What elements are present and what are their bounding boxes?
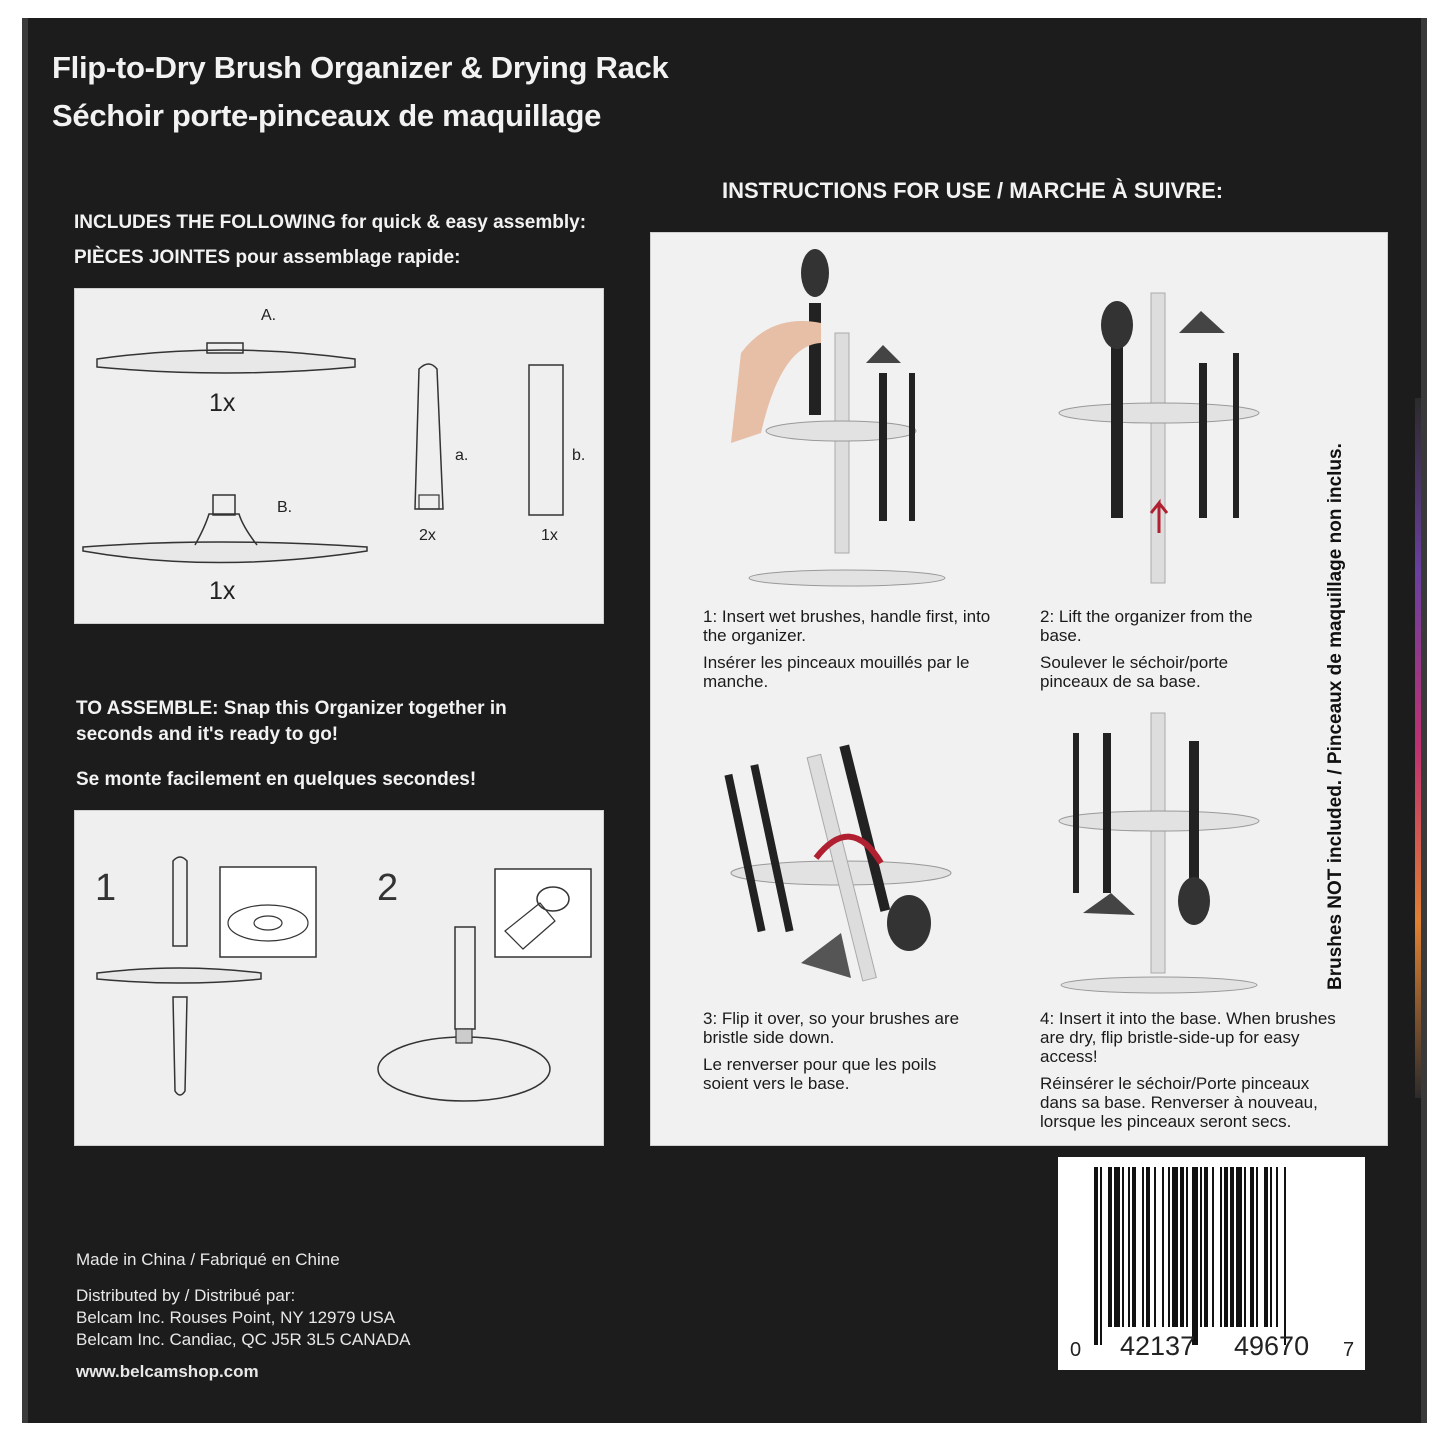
barcode-bar [1200,1167,1202,1327]
step-1-text-fr: Insérer les pinceaux mouillés par le man… [703,653,970,691]
part-b-small-qty: 1x [541,527,558,544]
parts-panel: A. 1x B. 1x a. 2x b. 1x [74,288,604,624]
step-3-text-fr: Le renverser pour que les poils soient v… [703,1055,937,1093]
barcode-bar [1168,1167,1170,1327]
barcode-bar [1256,1167,1258,1327]
assemble-step-2-number: 2 [377,867,399,909]
step-3-caption: 3: Flip it over, so your brushes are bri… [703,1009,973,1093]
barcode-bar [1236,1167,1242,1327]
step-4-caption: 4: Insert it into the base. When brushes… [1040,1009,1345,1131]
barcode-bar [1172,1167,1178,1327]
distributed-by-text: Distributed by / Distribué par: [76,1286,296,1305]
step-2-text-en: 2: Lift the organizer from the base. [1040,607,1253,645]
title-english: Flip-to-Dry Brush Organizer & Drying Rac… [52,50,669,85]
instructions-heading: INSTRUCTIONS FOR USE / MARCHE À SUIVRE: [722,178,1224,203]
assemble-rest: Snap this Organizer together in seconds … [76,698,507,745]
barcode-bar [1212,1167,1214,1327]
part-a-small-letter: a. [455,447,469,464]
includes-bold-en: INCLUDES THE FOLLOWING [74,212,336,233]
step-2-caption: 2: Lift the organizer from the base. Sou… [1040,607,1280,691]
title-french: Séchoir porte-pinceaux de maquillage [52,98,602,133]
instructions-illustrations [724,249,1260,994]
part-b-letter: B. [277,499,293,516]
assemble-step-1-number: 1 [95,867,117,909]
barcode-bar [1204,1167,1208,1327]
assemble-panel: 1 2 [74,810,604,1146]
website-text: www.belcamshop.com [76,1362,259,1381]
barcode-bar [1224,1167,1228,1327]
includes-bold-fr: PIÈCES JOINTES [74,247,231,268]
part-a-qty: 1x [209,389,236,417]
barcode-bar [1230,1167,1234,1327]
part-a-letter: A. [261,307,277,324]
step-1-text-en: 1: Insert wet brushes, handle first, int… [703,607,991,645]
barcode-bar [1094,1167,1098,1345]
post-shape [414,363,444,510]
barcode-bar [1142,1167,1144,1327]
base-plate-shape [82,541,368,564]
barcode-bar [1250,1167,1254,1327]
barcode-left-group: 42137 [1120,1331,1196,1361]
barcode: 0 42137 49670 7 [1058,1157,1365,1370]
barcode-bar [1264,1167,1268,1327]
assemble-text-fr: Se monte facilement en quelques secondes… [76,769,477,790]
stem-shape [528,364,564,516]
instructions-panel: 1: Insert wet brushes, handle first, int… [650,232,1388,1146]
parts-diagram [82,342,564,564]
barcode-bar [1220,1167,1222,1327]
includes-rest-en: for quick & easy assembly: [335,212,587,233]
barcode-bar [1100,1167,1102,1345]
assemble-text-en: TO ASSEMBLE: Snap this Organizer togethe… [76,696,576,748]
barcode-bar [1128,1167,1130,1327]
step-3-illustration [724,744,952,982]
made-in-text: Made in China / Fabriqué en Chine [76,1250,340,1269]
assemble-bold: TO ASSEMBLE: [76,698,219,719]
includes-rest-fr: pour assemblage rapide: [230,247,461,268]
barcode-bar [1270,1167,1272,1327]
step-4-illustration [1058,712,1260,994]
part-a-small-qty: 2x [419,527,436,544]
barcode-bar [1154,1167,1156,1327]
barcode-bar [1122,1167,1124,1327]
step-3-text-en: 3: Flip it over, so your brushes are bri… [703,1009,960,1047]
barcode-bar [1244,1167,1246,1327]
address-ca-text: Belcam Inc. Candiac, QC J5R 3L5 CANADA [76,1330,411,1349]
step-1-caption: 1: Insert wet brushes, handle first, int… [703,607,993,691]
barcode-bar [1132,1167,1136,1327]
step-2-text-fr: Soulever le séchoir/porte pinceaux de sa… [1040,653,1229,691]
barcode-bar [1276,1167,1278,1327]
barcode-bars [1094,1167,1286,1345]
organizer-disc-shape [96,349,356,374]
barcode-first-digit: 0 [1070,1339,1082,1361]
assemble-diagram [96,856,592,1102]
includes-heading-fr: PIÈCES JOINTES pour assemblage rapide: [74,247,460,269]
step-2-illustration [1058,292,1260,584]
brushes-not-included-note: Brushes NOT included. / Pinceaux de maqu… [1325,443,1346,990]
rainbow-edge [1415,398,1421,1098]
barcode-bar [1192,1167,1198,1345]
barcode-bar [1186,1167,1188,1327]
includes-heading-en: INCLUDES THE FOLLOWING for quick & easy … [74,212,586,234]
step-4-text-en: 4: Insert it into the base. When brushes… [1040,1009,1336,1066]
step-4-text-fr: Réinsérer le séchoir/Porte pinceaux dans… [1040,1074,1318,1131]
barcode-bar [1108,1167,1112,1327]
step-1-illustration [731,249,946,587]
barcode-right-group: 49670 [1234,1331,1310,1361]
barcode-bar [1180,1167,1184,1327]
barcode-bar [1114,1167,1120,1327]
barcode-check-digit: 7 [1343,1339,1355,1361]
part-b-qty: 1x [209,577,236,605]
barcode-bar [1162,1167,1164,1327]
barcode-bar [1284,1167,1286,1345]
barcode-bar [1146,1167,1150,1327]
part-b-small-letter: b. [572,447,586,464]
address-us-text: Belcam Inc. Rouses Point, NY 12979 USA [76,1308,396,1327]
